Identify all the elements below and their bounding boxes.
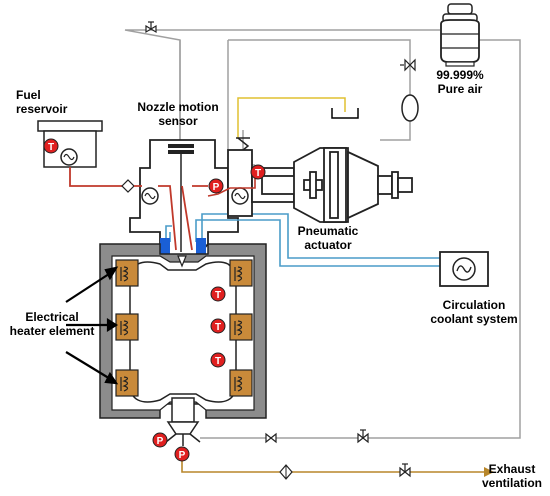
nozzle-tip-icon [177,255,187,268]
fuel-reservoir-label-line2: reservoir [16,102,68,116]
heater-element-label-line1: Electrical [25,310,79,324]
coolant-unit [439,251,489,287]
temperature-badge: T [210,352,226,368]
svg-text:T: T [255,168,261,179]
heater-coil-icons [120,266,243,392]
nozzle-sensor-label: Nozzle motion sensor [128,100,228,128]
fuel-injector-path [134,185,208,251]
fuel-valve-icon [121,179,135,193]
exhaust-filter-icon [279,464,293,480]
temperature-badge: T [43,138,59,154]
fuel-reservoir-label: Fuel reservoir [16,88,67,116]
coolant-system-label-line2: coolant system [430,312,518,326]
svg-text:P: P [213,182,220,193]
heater-element-label: Electrical heater element [4,310,100,338]
temperature-badge: T [210,318,226,334]
exhaust-label-line2: ventilation [481,476,542,490]
exhaust-outlet [165,397,201,446]
valve-icon [357,429,369,444]
svg-text:T: T [215,290,221,301]
pressure-badge: P [152,432,168,448]
valve-icon [400,58,416,72]
svg-text:P: P [157,436,164,447]
actuator-heater-icon [231,187,249,205]
coolant-system-label: Circulation coolant system [418,298,530,326]
pure-air-label: 99.999% Pure air [424,68,496,96]
supply-tray [331,108,359,119]
fuel-line [69,167,122,187]
valve-icon [145,21,157,34]
coolant-port-right [196,238,206,254]
actuator-fuel-link [207,178,256,197]
heater-arrows [65,266,119,385]
coolant-system-label-line1: Circulation [442,298,506,312]
pressure-tank-icon [401,94,419,122]
exhaust-valve-icon [399,463,411,478]
pneumatic-actuator-label-line2: actuator [304,238,352,252]
svg-text:T: T [215,322,221,333]
valve-icon [265,432,277,444]
pressure-badge: P [174,446,190,462]
pneumatic-actuator-label-line1: Pneumatic [297,224,359,238]
exhaust-label: Exhaust ventilation [476,462,548,490]
fuel-reservoir-label-line1: Fuel [16,88,41,102]
badges: T T P T T T P P [43,138,266,462]
svg-text:T: T [215,356,221,367]
gas-cylinder-icon [440,3,480,67]
temperature-badge: T [210,286,226,302]
temperature-badge: T [250,164,266,180]
pressure-badge: P [208,178,224,194]
coolant-port-left [160,238,170,254]
pure-air-label-line2: Pure air [437,82,483,96]
supply-line [237,97,346,138]
svg-text:P: P [179,450,186,461]
nozzle-sensor-label-line1: Nozzle motion [137,100,219,114]
nozzle-sensor-label-line2: sensor [158,114,198,128]
injector-heater-icon [141,187,159,205]
nozzle-motion-sensor [168,144,194,252]
exhaust-line [181,452,494,477]
exhaust-label-line1: Exhaust [488,462,536,476]
svg-text:T: T [48,142,54,153]
heater-element-label-line2: heater element [9,324,95,338]
pure-air-label-line1: 99.999% [436,68,484,82]
coolant-lines [165,213,440,267]
pneumatic-actuator [227,147,413,223]
pneumatic-actuator-label: Pneumatic actuator [288,224,368,252]
